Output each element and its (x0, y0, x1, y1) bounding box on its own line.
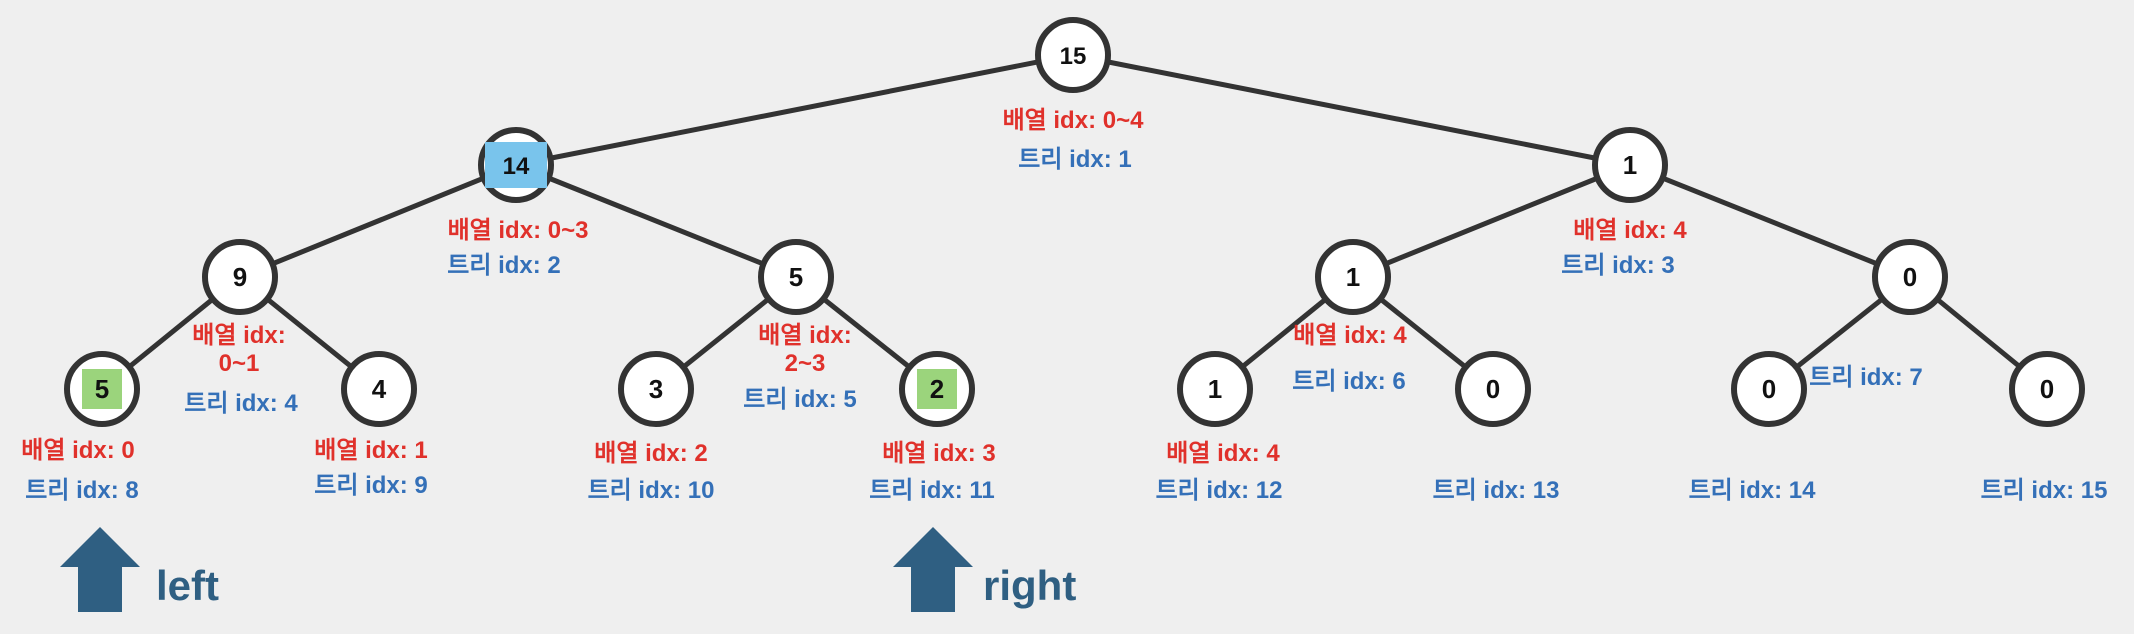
tree-index-label: 트리 idx: 13 (1432, 477, 1560, 504)
node-circle (758, 239, 834, 315)
tree-node: 0 (1731, 351, 1807, 427)
node-value: 15 (1060, 43, 1087, 70)
node-value: 1 (1208, 374, 1222, 404)
node-circle (1731, 351, 1807, 427)
tree-node: 5 (64, 351, 140, 427)
right-pointer-label: right (983, 562, 1077, 609)
tree-edge (1352, 162, 1631, 280)
tree-edge (515, 52, 1074, 168)
tree-node: 14 (478, 127, 554, 203)
tree-edge (1072, 52, 1631, 168)
node-highlight (485, 142, 547, 188)
node-highlight (82, 369, 122, 409)
tree-index-label: 트리 idx: 14 (1688, 477, 1816, 504)
array-index-label: 배열 idx: 0~3 (447, 217, 589, 244)
tree-index-label: 트리 idx: 9 (314, 472, 428, 499)
left-arrow-icon (60, 527, 140, 612)
array-index-label: 배열 idx: 4 (1166, 440, 1280, 467)
tree-node: 5 (758, 239, 834, 315)
right-arrow-icon (893, 527, 973, 612)
nodes-layer: 15 14 1 9 5 1 0 5 4 3 2 1 0 0 0 (64, 17, 2085, 427)
node-circle (1035, 17, 1111, 93)
node-value: 1 (1623, 150, 1637, 180)
array-index-label: 배열 idx:2~3 (758, 322, 852, 377)
tree-edge (1629, 162, 1911, 280)
node-highlight (917, 369, 957, 409)
tree-index-label: 트리 idx: 7 (1809, 364, 1923, 391)
node-value: 3 (649, 374, 663, 404)
node-value: 5 (95, 374, 109, 404)
tree-node: 0 (1455, 351, 1531, 427)
tree-index-label: 트리 idx: 15 (1980, 477, 2108, 504)
array-index-label: 배열 idx: 1 (314, 437, 428, 464)
tree-index-label: 트리 idx: 4 (184, 390, 298, 417)
left-pointer-label: left (156, 562, 219, 609)
node-circle (1455, 351, 1531, 427)
array-index-label: 배열 idx: 3 (882, 440, 996, 467)
node-value: 1 (1346, 262, 1360, 292)
node-circle (202, 239, 278, 315)
array-index-label: 배열 idx: 4 (1573, 217, 1687, 244)
tree-node: 0 (2009, 351, 2085, 427)
node-circle (1315, 239, 1391, 315)
node-circle (341, 351, 417, 427)
tree-index-label: 트리 idx: 11 (869, 477, 995, 504)
array-index-label: 배열 idx: 0~4 (1002, 107, 1144, 134)
node-value: 2 (930, 374, 944, 404)
tree-index-label: 트리 idx: 12 (1155, 477, 1283, 504)
node-value: 0 (1486, 374, 1500, 404)
node-value: 0 (1903, 262, 1917, 292)
node-circle (618, 351, 694, 427)
array-index-label: 배열 idx:0~1 (192, 322, 286, 377)
tree-node: 1 (1315, 239, 1391, 315)
node-circle (1872, 239, 1948, 315)
tree-node: 1 (1592, 127, 1668, 203)
node-value: 0 (2040, 374, 2054, 404)
tree-index-label: 트리 idx: 1 (1018, 146, 1132, 173)
tree-edge (515, 162, 797, 280)
node-circle (1592, 127, 1668, 203)
tree-index-label: 트리 idx: 6 (1292, 368, 1406, 395)
tree-index-label: 트리 idx: 10 (587, 477, 715, 504)
tree-node: 9 (202, 239, 278, 315)
tree-index-label: 트리 idx: 8 (25, 477, 139, 504)
tree-node: 3 (618, 351, 694, 427)
array-index-label: 배열 idx: 0 (21, 437, 135, 464)
array-index-label: 배열 idx: 4 (1293, 322, 1407, 349)
array-index-label: 배열 idx: 2 (594, 440, 708, 467)
node-value: 9 (233, 262, 247, 292)
node-circle (2009, 351, 2085, 427)
tree-index-label: 트리 idx: 2 (447, 252, 561, 279)
node-value: 5 (789, 262, 803, 292)
tree-index-label: 트리 idx: 3 (1561, 252, 1675, 279)
tree-edge (239, 162, 517, 280)
node-value: 14 (503, 153, 530, 180)
tree-node: 4 (341, 351, 417, 427)
arrows-layer (60, 527, 973, 612)
tree-node: 15 (1035, 17, 1111, 93)
tree-index-label: 트리 idx: 5 (743, 386, 857, 413)
tree-node: 0 (1872, 239, 1948, 315)
tree-node: 2 (899, 351, 975, 427)
edges-layer (100, 52, 2049, 391)
node-circle (1177, 351, 1253, 427)
tree-node: 1 (1177, 351, 1253, 427)
node-value: 4 (372, 374, 387, 404)
node-value: 0 (1762, 374, 1776, 404)
